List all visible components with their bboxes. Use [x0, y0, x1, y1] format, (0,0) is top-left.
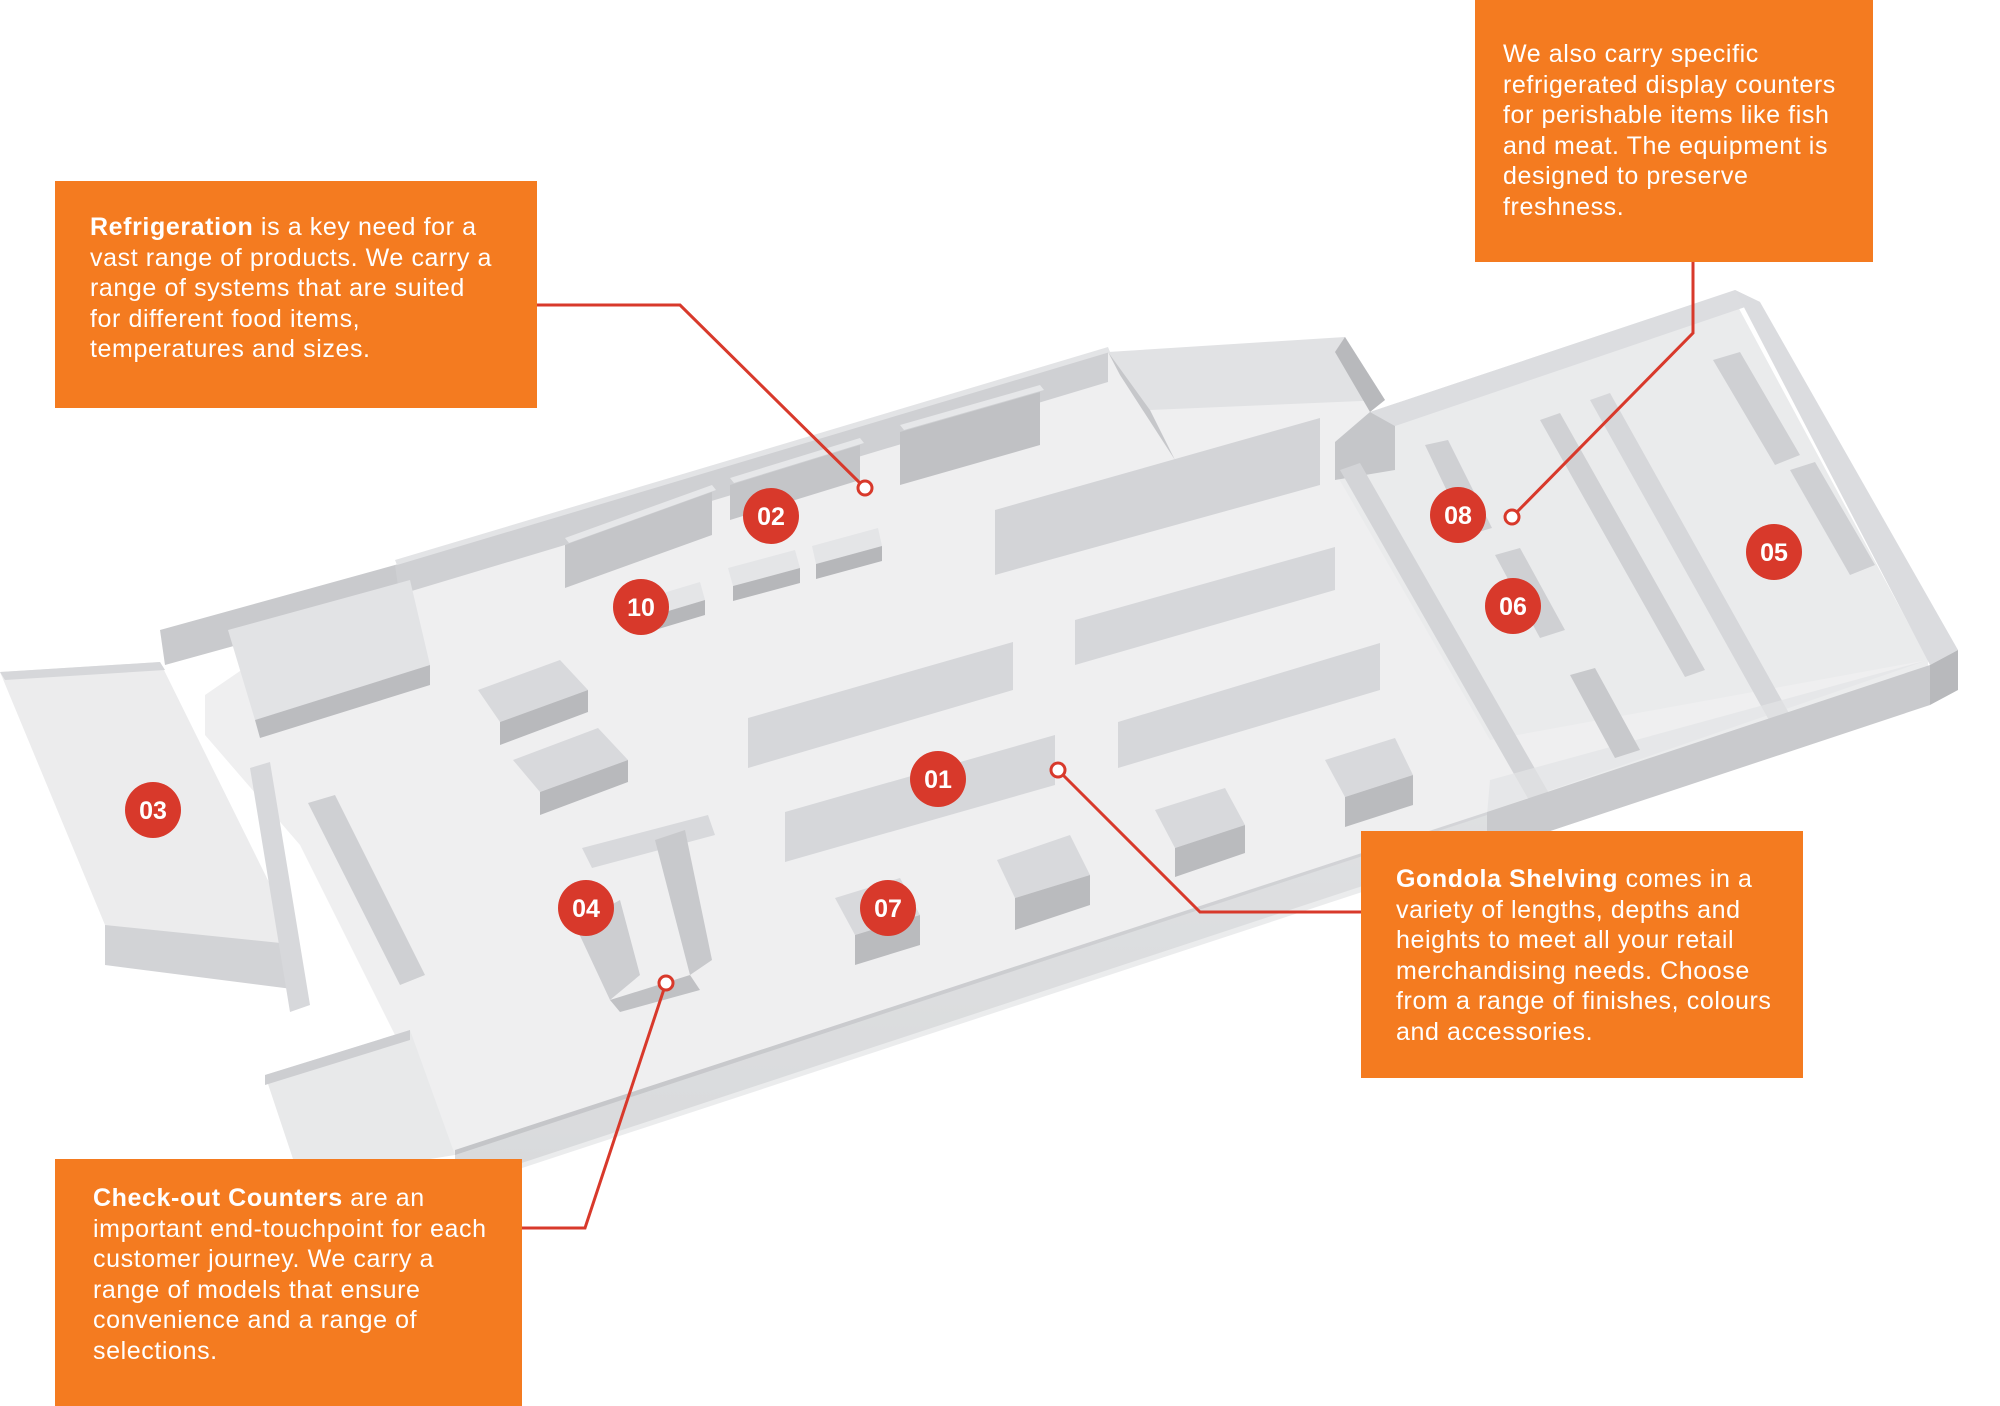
callout-display-counters: We also carry specific refrigerated disp…	[1475, 0, 1873, 262]
callout-refrigeration-title: Refrigeration	[90, 213, 254, 241]
leader-line-refrigeration	[537, 303, 867, 490]
marker-02-label: 02	[757, 503, 785, 531]
back-room-block	[228, 580, 430, 720]
marker-01: 01	[910, 751, 966, 807]
leader-line-checkout	[522, 982, 668, 1230]
display-islands	[478, 660, 628, 815]
right-partition-3	[1340, 463, 1550, 802]
callout-gondola-title: Gondola Shelving	[1396, 865, 1619, 893]
right-outer-wall-side	[1930, 650, 1958, 705]
endpoint-gondola	[1049, 761, 1067, 779]
endpoint-checkout	[657, 974, 675, 992]
marker-02: 02	[743, 488, 799, 544]
marker-08-label: 08	[1444, 502, 1472, 530]
leader-endpoints	[657, 479, 1521, 992]
right-hall-floor	[1335, 292, 1928, 740]
marker-10-label: 10	[627, 594, 655, 622]
front-wall-right	[1487, 665, 1930, 852]
marker-05: 05	[1746, 524, 1802, 580]
upper-room-wall-right	[1335, 337, 1385, 412]
left-room-wall	[0, 662, 165, 680]
marker-10: 10	[613, 579, 669, 635]
marker-08: 08	[1430, 487, 1486, 543]
marker-03: 03	[125, 782, 181, 838]
divider-wall-top	[1370, 290, 1760, 426]
marker-07: 07	[860, 880, 916, 936]
callout-checkout-title: Check-out Counters	[93, 1184, 343, 1212]
endpoint-refrigeration	[856, 479, 874, 497]
leader-line-display	[1510, 262, 1695, 519]
left-room-front	[105, 925, 300, 990]
left-wall-shelving	[250, 762, 425, 1012]
marker-05-label: 05	[1760, 539, 1788, 567]
endpoint-display	[1503, 508, 1521, 526]
leader-lines	[522, 262, 1695, 1230]
marker-04-label: 04	[572, 895, 600, 923]
marker-07-label: 07	[874, 895, 902, 923]
upper-room-wall-top	[1108, 337, 1385, 410]
back-room-block-side	[255, 665, 430, 738]
refrigeration-cases	[565, 385, 1044, 588]
left-wing-wall	[160, 565, 400, 665]
callout-display-counters-body: We also carry specific refrigerated disp…	[1503, 40, 1836, 221]
callout-checkout-counters: Check-out Counters are an important end-…	[55, 1159, 522, 1406]
right-outer-wall-top	[1735, 290, 1958, 665]
marker-06: 06	[1485, 578, 1541, 634]
callout-refrigeration: Refrigeration is a key need for a vast r…	[55, 181, 537, 408]
back-wall-left-top	[395, 347, 1110, 565]
markers: 01 02 03 04 05 06	[125, 487, 1802, 936]
marker-01-label: 01	[924, 766, 952, 794]
marker-04: 04	[558, 880, 614, 936]
callout-gondola-body: comes in a variety of lengths, depths an…	[1396, 865, 1772, 1046]
divider-wall-side	[1335, 412, 1395, 480]
leader-line-gondola	[1056, 768, 1361, 914]
callout-refrigeration-body: is a key need for a vast range of produc…	[90, 213, 493, 363]
right-partition-2	[1540, 413, 1705, 677]
right-partition-1	[1590, 393, 1790, 722]
upper-room-wall-left	[1108, 352, 1175, 460]
marker-03-label: 03	[139, 797, 167, 825]
bottom-left-room-wall	[265, 1030, 410, 1085]
marker-06-label: 06	[1499, 593, 1527, 621]
callout-checkout-body: are an important end-touchpoint for each…	[93, 1184, 487, 1365]
callout-gondola-shelving: Gondola Shelving comes in a variety of l…	[1361, 831, 1803, 1078]
